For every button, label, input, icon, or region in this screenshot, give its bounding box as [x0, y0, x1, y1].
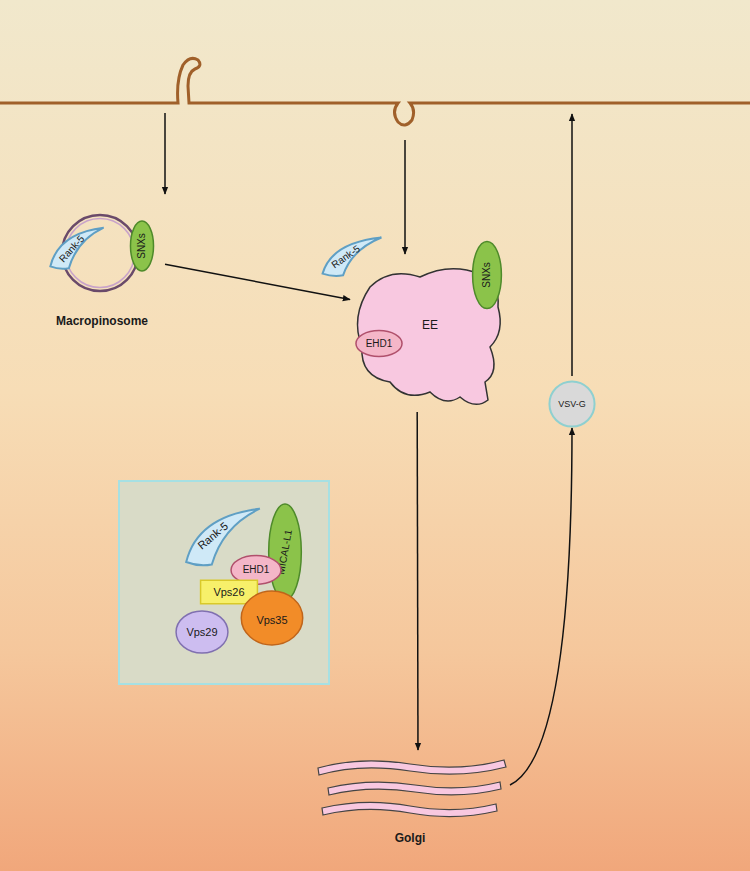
snx-protein: SNXs — [130, 220, 154, 272]
mical-l1-protein: MICAL-L1 — [268, 502, 302, 602]
node-label: Vps26 — [213, 587, 244, 598]
node-label: SNXs — [482, 262, 492, 288]
rank5-crescent: Rank-5 — [48, 225, 106, 270]
node-label: Golgi — [395, 832, 426, 844]
vps29-protein: Vps29 — [175, 610, 229, 654]
vps35-protein: Vps35 — [240, 590, 304, 646]
node-label: SNXs — [137, 233, 147, 259]
vsvg-cargo: VSV-G — [548, 380, 596, 428]
snx-protein: SNXs — [472, 240, 502, 310]
node-label: Vps29 — [186, 627, 217, 638]
transport-arrow — [165, 264, 350, 299]
macropinosome: Macropinosome Rank-5 SNXs — [40, 208, 165, 333]
golgi: Golgi — [310, 750, 510, 850]
uptake-arrow — [404, 140, 406, 254]
node-label: Vps35 — [256, 615, 287, 626]
node-label: VSV-G — [558, 400, 586, 409]
export-arrow — [571, 114, 573, 376]
node-label: Macropinosome — [56, 315, 148, 327]
early-endosome: EERank-5SNXsEHD1 — [350, 262, 510, 412]
ehd1-protein: EHD1 — [355, 330, 403, 357]
transport-arrow — [510, 428, 572, 785]
uptake-arrow — [164, 113, 166, 194]
node-label: EHD1 — [366, 339, 393, 349]
node-label: EE — [422, 319, 438, 331]
plasma-membrane — [0, 58, 750, 125]
transport-arrow — [416, 412, 418, 750]
node-label: EHD1 — [243, 565, 270, 575]
complex-inset: Rank-5MICAL-L1EHD1Vps26Vps35Vps29 — [118, 480, 330, 685]
rank5-crescent: Rank-5 — [320, 235, 384, 277]
